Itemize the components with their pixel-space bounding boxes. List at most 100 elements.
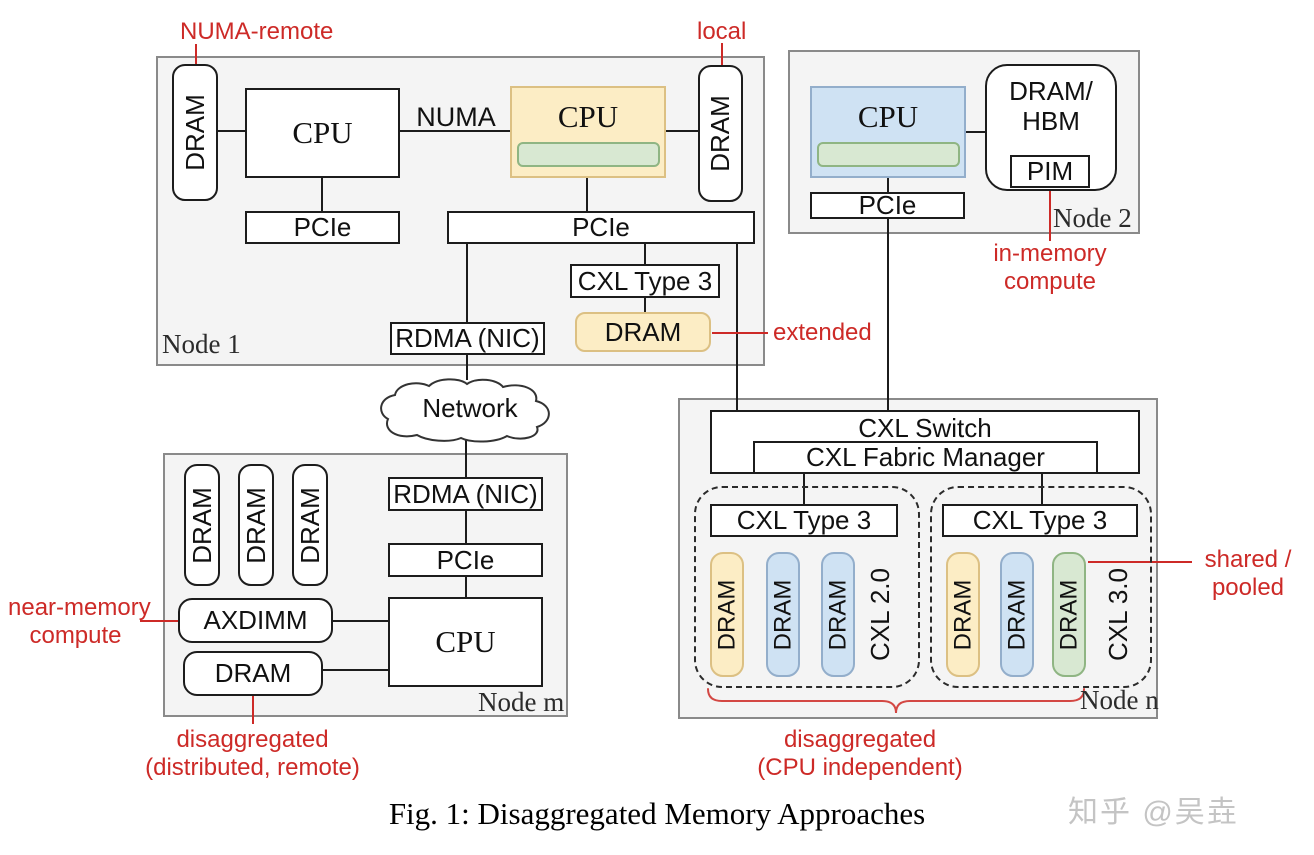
- annotation-numa-remote: NUMA-remote: [180, 18, 334, 45]
- group2-cxl-type3: CXL Type 3: [942, 504, 1138, 537]
- node2-dram-hbm-line2: HBM: [1022, 106, 1080, 136]
- link-pcie-cxltype3: [644, 243, 646, 265]
- figure-caption: Fig. 1: Disaggregated Memory Approaches: [388, 796, 926, 831]
- node-m-axdimm: AXDIMM: [178, 598, 333, 643]
- node1-cxl-type3: CXL Type 3: [570, 264, 720, 298]
- node-m-axdimm-label: AXDIMM: [203, 605, 308, 635]
- node-m-dram-label: DRAM: [214, 658, 292, 688]
- node2-dram-hbm-line1: DRAM/: [1009, 76, 1093, 106]
- node2-pim-label: PIM: [1026, 156, 1074, 186]
- link-cpu-dramhbm: [964, 131, 986, 133]
- node1-cxl-type3-label: CXL Type 3: [577, 265, 713, 296]
- annotation-in-memory: in-memory compute: [975, 240, 1125, 296]
- group1-version-label: CXL 2.0: [858, 552, 902, 677]
- group1-dram-3: DRAM: [821, 552, 855, 677]
- node-m-dram-3-label: DRAM: [294, 486, 325, 564]
- group2-dram-1: DRAM: [946, 552, 980, 677]
- group1-cxl-type3-label: CXL Type 3: [736, 505, 872, 535]
- link-fabric-type3-right: [1041, 473, 1043, 505]
- node-n-label: Node n: [1080, 685, 1159, 715]
- node2-cpu-accelerator-strip: [817, 142, 960, 167]
- node-m-dram-2: DRAM: [238, 464, 274, 586]
- node-m-dram-3: DRAM: [292, 464, 328, 586]
- group2-dram-1-label: DRAM: [949, 579, 977, 650]
- node1-dram-right: DRAM: [698, 65, 743, 202]
- link-numa: [400, 130, 510, 132]
- node1-cpu-left: CPU: [245, 88, 400, 178]
- link-fabric-type3-left: [803, 473, 805, 505]
- link-cxltype3-dram: [644, 297, 646, 313]
- link-pcie2-cxlswitch: [887, 218, 889, 411]
- brace-disaggregated: [707, 688, 1085, 714]
- group2-cxl-type3-label: CXL Type 3: [972, 505, 1108, 535]
- group2-version-text: CXL 3.0: [1102, 568, 1133, 661]
- link-cpu1-pcie: [321, 177, 323, 212]
- pointer-numa-remote: [195, 44, 197, 65]
- node1-dram-extended: DRAM: [575, 312, 711, 352]
- node1-pcie-main: PCIe: [447, 211, 755, 244]
- node-m-cpu: CPU: [388, 597, 543, 687]
- group2-dram-2: DRAM: [1000, 552, 1034, 677]
- node2-pcie-label: PCIe: [858, 190, 917, 220]
- node-m-cpu-label: CPU: [435, 624, 496, 659]
- link-cpu-pcie2: [887, 177, 889, 193]
- node2-pim: PIM: [1010, 155, 1090, 188]
- group1-version-text: CXL 2.0: [864, 568, 895, 661]
- annotation-shared-pooled: shared / pooled: [1196, 546, 1300, 602]
- node-n-fabric-manager-label: CXL Fabric Manager: [806, 442, 1045, 472]
- link-cpu2-pcie: [586, 177, 588, 212]
- group1-cxl-type3: CXL Type 3: [710, 504, 898, 537]
- node-n-fabric-manager: CXL Fabric Manager: [753, 441, 1098, 474]
- annotation-shared-line1: shared /: [1204, 546, 1292, 573]
- network-cloud: [380, 378, 550, 443]
- link-pcie-rdma1: [466, 243, 468, 323]
- node-m-pcie: PCIe: [388, 543, 543, 577]
- node-m-rdma-nic-label: RDMA (NIC): [393, 478, 538, 509]
- link-dramm-cpu: [322, 669, 389, 671]
- annotation-disaggregated-cpu: disaggregated (CPU independent): [755, 726, 965, 782]
- node1-rdma-nic: RDMA (NIC): [390, 322, 545, 355]
- node1-rdma-nic-label: RDMA (NIC): [395, 323, 540, 353]
- node-n-group-cxl30: [930, 486, 1152, 688]
- link-network-rdma2: [465, 438, 467, 478]
- node-m-rdma-nic: RDMA (NIC): [388, 477, 543, 511]
- group1-dram-1-label: DRAM: [713, 579, 741, 650]
- annotation-in-memory-line1: in-memory: [993, 240, 1107, 267]
- pointer-near-memory: [140, 620, 178, 622]
- link-axdimm-cpu: [332, 620, 389, 622]
- group1-dram-2: DRAM: [766, 552, 800, 677]
- group2-dram-2-label: DRAM: [1003, 579, 1031, 650]
- annotation-in-memory-line2: compute: [1003, 268, 1097, 295]
- node1-cpu-right-label: CPU: [557, 99, 619, 134]
- node1-dram-extended-label: DRAM: [604, 316, 682, 347]
- annotation-disagg-cpu-line2: (CPU independent): [757, 754, 963, 781]
- node1-dram-right-label: DRAM: [705, 95, 735, 172]
- node2-dram-hbm: DRAM/ HBM: [985, 64, 1117, 191]
- pointer-shared-pooled: [1088, 561, 1192, 563]
- node2-cpu-label: CPU: [857, 99, 919, 134]
- node-n-group-cxl20: [694, 486, 920, 688]
- link-dramleft-cpu: [216, 130, 247, 132]
- group2-dram-3: DRAM: [1052, 552, 1086, 677]
- node1-dram-left: DRAM: [172, 64, 218, 201]
- network-label: Network: [422, 392, 518, 423]
- group1-dram-2-label: DRAM: [769, 579, 797, 650]
- node1-label: Node 1: [162, 329, 241, 359]
- group1-dram-1: DRAM: [710, 552, 744, 677]
- watermark: 知乎 @吴垚: [1068, 796, 1239, 829]
- group2-dram-3-label: DRAM: [1055, 579, 1083, 650]
- pointer-in-memory: [1049, 189, 1051, 241]
- annotation-near-memory-line1: near-memory: [8, 594, 151, 621]
- pointer-local: [721, 43, 723, 66]
- group1-dram-3-label: DRAM: [824, 579, 852, 650]
- node-m-label: Node m: [478, 687, 565, 717]
- node-m-dram-2-label: DRAM: [240, 486, 271, 564]
- link-rdma1-network: [466, 354, 468, 380]
- pointer-disagg-remote: [252, 696, 254, 724]
- node2-pcie: PCIe: [810, 190, 965, 220]
- node1-cpu-accelerator-strip: [517, 142, 660, 167]
- node1-dram-left-label: DRAM: [179, 94, 210, 171]
- node1-cpu-left-label: CPU: [292, 115, 353, 150]
- annotation-near-memory-line2: compute: [29, 622, 122, 649]
